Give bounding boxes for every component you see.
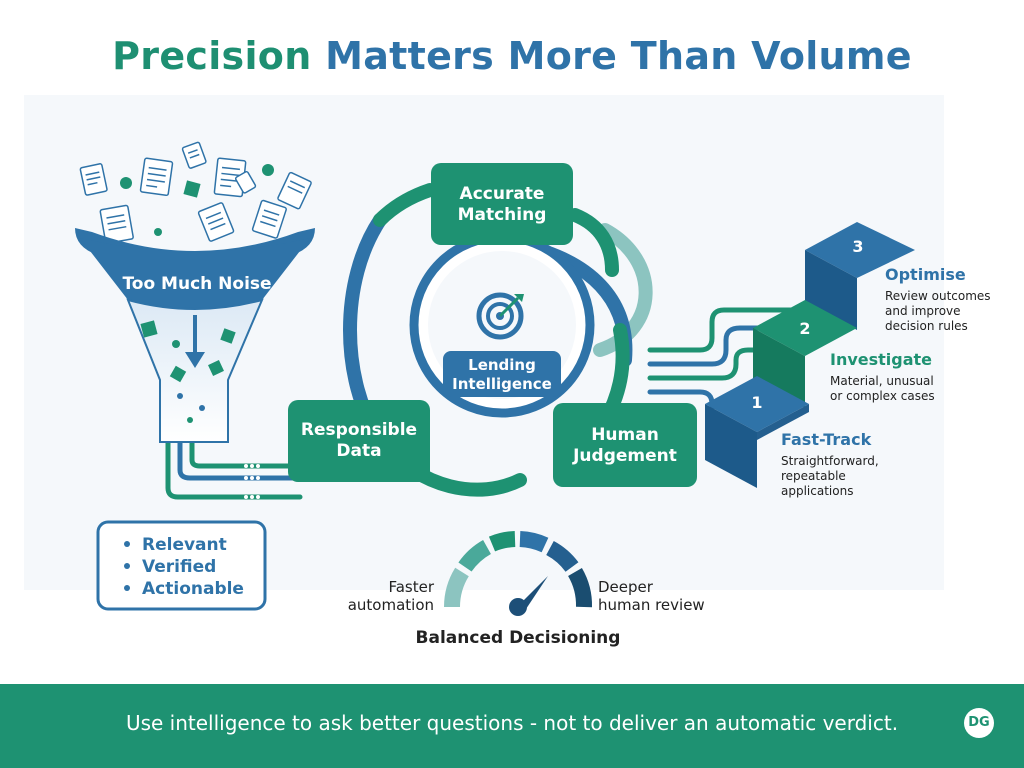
step-3-desc-3: decision rules [885, 319, 968, 333]
step-1-title: Fast-Track [781, 430, 872, 449]
step-2-number: 2 [799, 319, 810, 338]
checklist-item-2: Verified [142, 557, 216, 577]
center-label-line-2: Intelligence [452, 375, 552, 393]
node-human-judgement-line-2: Judgement [572, 446, 677, 466]
title-part-1: Precision [112, 34, 312, 78]
node-responsible-data: Responsible Data [288, 400, 430, 482]
step-3-desc-2: and improve [885, 304, 961, 318]
gauge-right-label-1: Deeper [598, 578, 654, 596]
center-label-line-1: Lending [468, 356, 536, 374]
gauge-caption: Balanced Decisioning [416, 628, 621, 648]
step-2-text: Investigate Material, unusual or complex… [830, 350, 935, 403]
step-2-desc-1: Material, unusual [830, 374, 934, 388]
title-part-2: Matters More Than Volume [325, 34, 912, 78]
node-accurate-matching: Accurate Matching [431, 163, 573, 245]
brand-logo-icon: DG [964, 708, 994, 738]
page-title: Precision Matters More Than Volume [0, 34, 1024, 78]
checklist-item-1: Relevant [142, 535, 227, 555]
gauge-left-label-1: Faster [388, 578, 434, 596]
step-1-desc-2: repeatable [781, 469, 846, 483]
footer-banner: Use intelligence to ask better questions… [0, 684, 1024, 768]
funnel-flow-lines [165, 437, 303, 500]
target-icon [476, 292, 524, 340]
checklist-box: Relevant Verified Actionable [96, 520, 267, 611]
step-1-desc-3: applications [781, 484, 853, 498]
noise-funnel [75, 228, 315, 443]
step-3-desc-1: Review outcomes [885, 289, 991, 303]
noise-dots [120, 164, 274, 236]
precision-diagram: Too Much Noise Lending Intelligence Accu… [75, 141, 991, 648]
footer-text: Use intelligence to ask better questions… [125, 711, 899, 735]
step-2-desc-2: or complex cases [830, 389, 935, 403]
node-responsible-data-line-1: Responsible [301, 420, 417, 440]
decision-stairs: 3 2 1 [705, 222, 915, 488]
step-1-text: Fast-Track Straightforward, repeatable a… [781, 430, 879, 498]
checklist-item-3: Actionable [142, 579, 244, 599]
step-1-desc-1: Straightforward, [781, 454, 879, 468]
node-human-judgement: Human Judgement [553, 403, 697, 487]
node-accurate-matching-line-1: Accurate [460, 184, 545, 204]
funnel-label: Too Much Noise [122, 274, 271, 294]
node-accurate-matching-line-2: Matching [458, 205, 547, 225]
balance-gauge [443, 531, 592, 616]
step-1-number: 1 [751, 393, 762, 412]
gauge-left-label-2: automation [348, 596, 434, 614]
document-icons [79, 141, 312, 244]
node-human-judgement-line-1: Human [591, 425, 659, 445]
step-2-title: Investigate [830, 350, 932, 369]
node-responsible-data-line-2: Data [336, 441, 381, 461]
gauge-right-label-2: human review [598, 596, 705, 614]
step-3-text: Optimise Review outcomes and improve dec… [885, 265, 991, 333]
step-3-number: 3 [852, 237, 863, 256]
center-label-box [443, 351, 561, 397]
step-3-title: Optimise [885, 265, 966, 284]
